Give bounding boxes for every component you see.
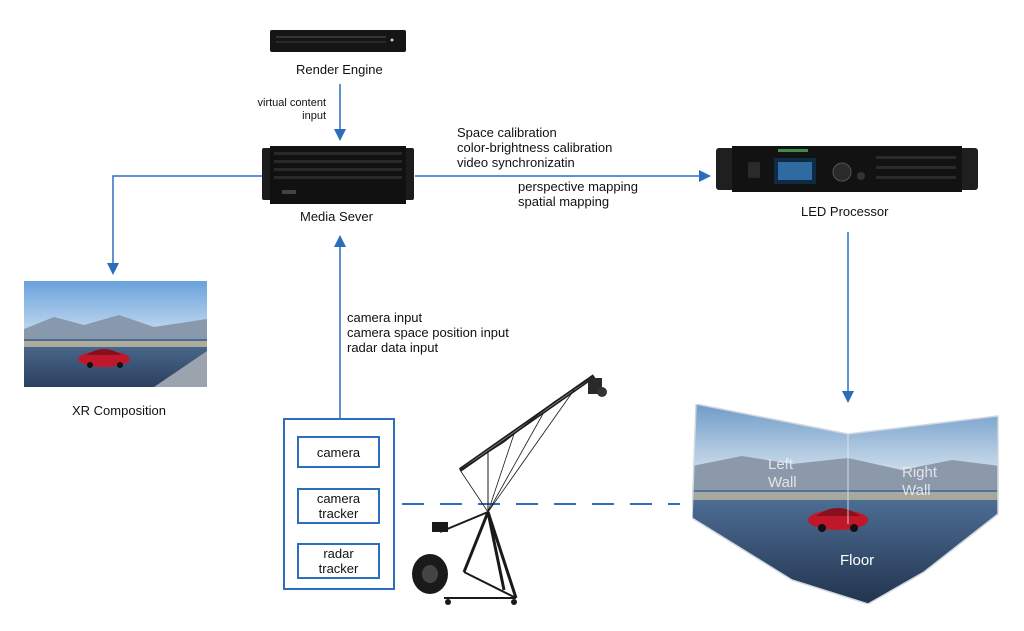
camera-tracker-node: camera tracker: [297, 488, 380, 524]
radar-tracker-node: radar tracker: [297, 543, 380, 579]
xr-composition-image: [24, 281, 207, 387]
mapping-labels: perspective mapping spatial mapping: [518, 179, 638, 209]
right-wall-label: Right Wall: [902, 464, 938, 499]
render-engine-label: Render Engine: [296, 62, 383, 77]
arrow-media-to-xr: [107, 175, 262, 275]
calibration-labels: Space calibration color-brightness calib…: [457, 125, 613, 170]
camera-crane-icon: [412, 374, 607, 605]
media-server-label: Media Sever: [300, 209, 373, 224]
virtual-content-input-label: virtual content input: [257, 97, 326, 122]
led-processor-label: LED Processor: [801, 204, 889, 219]
camera-node: camera: [297, 436, 380, 468]
floor-label: Floor: [840, 552, 875, 569]
led-stage-image: [692, 404, 999, 604]
left-wall-label: Left Wall: [768, 456, 797, 491]
led-processor-device-icon: [716, 146, 978, 192]
tracking-inputs-labels: camera input camera space position input…: [347, 310, 509, 355]
xr-composition-label: XR Composition: [72, 403, 166, 418]
render-engine-device-icon: [270, 30, 406, 52]
media-server-device-icon: [262, 146, 414, 204]
